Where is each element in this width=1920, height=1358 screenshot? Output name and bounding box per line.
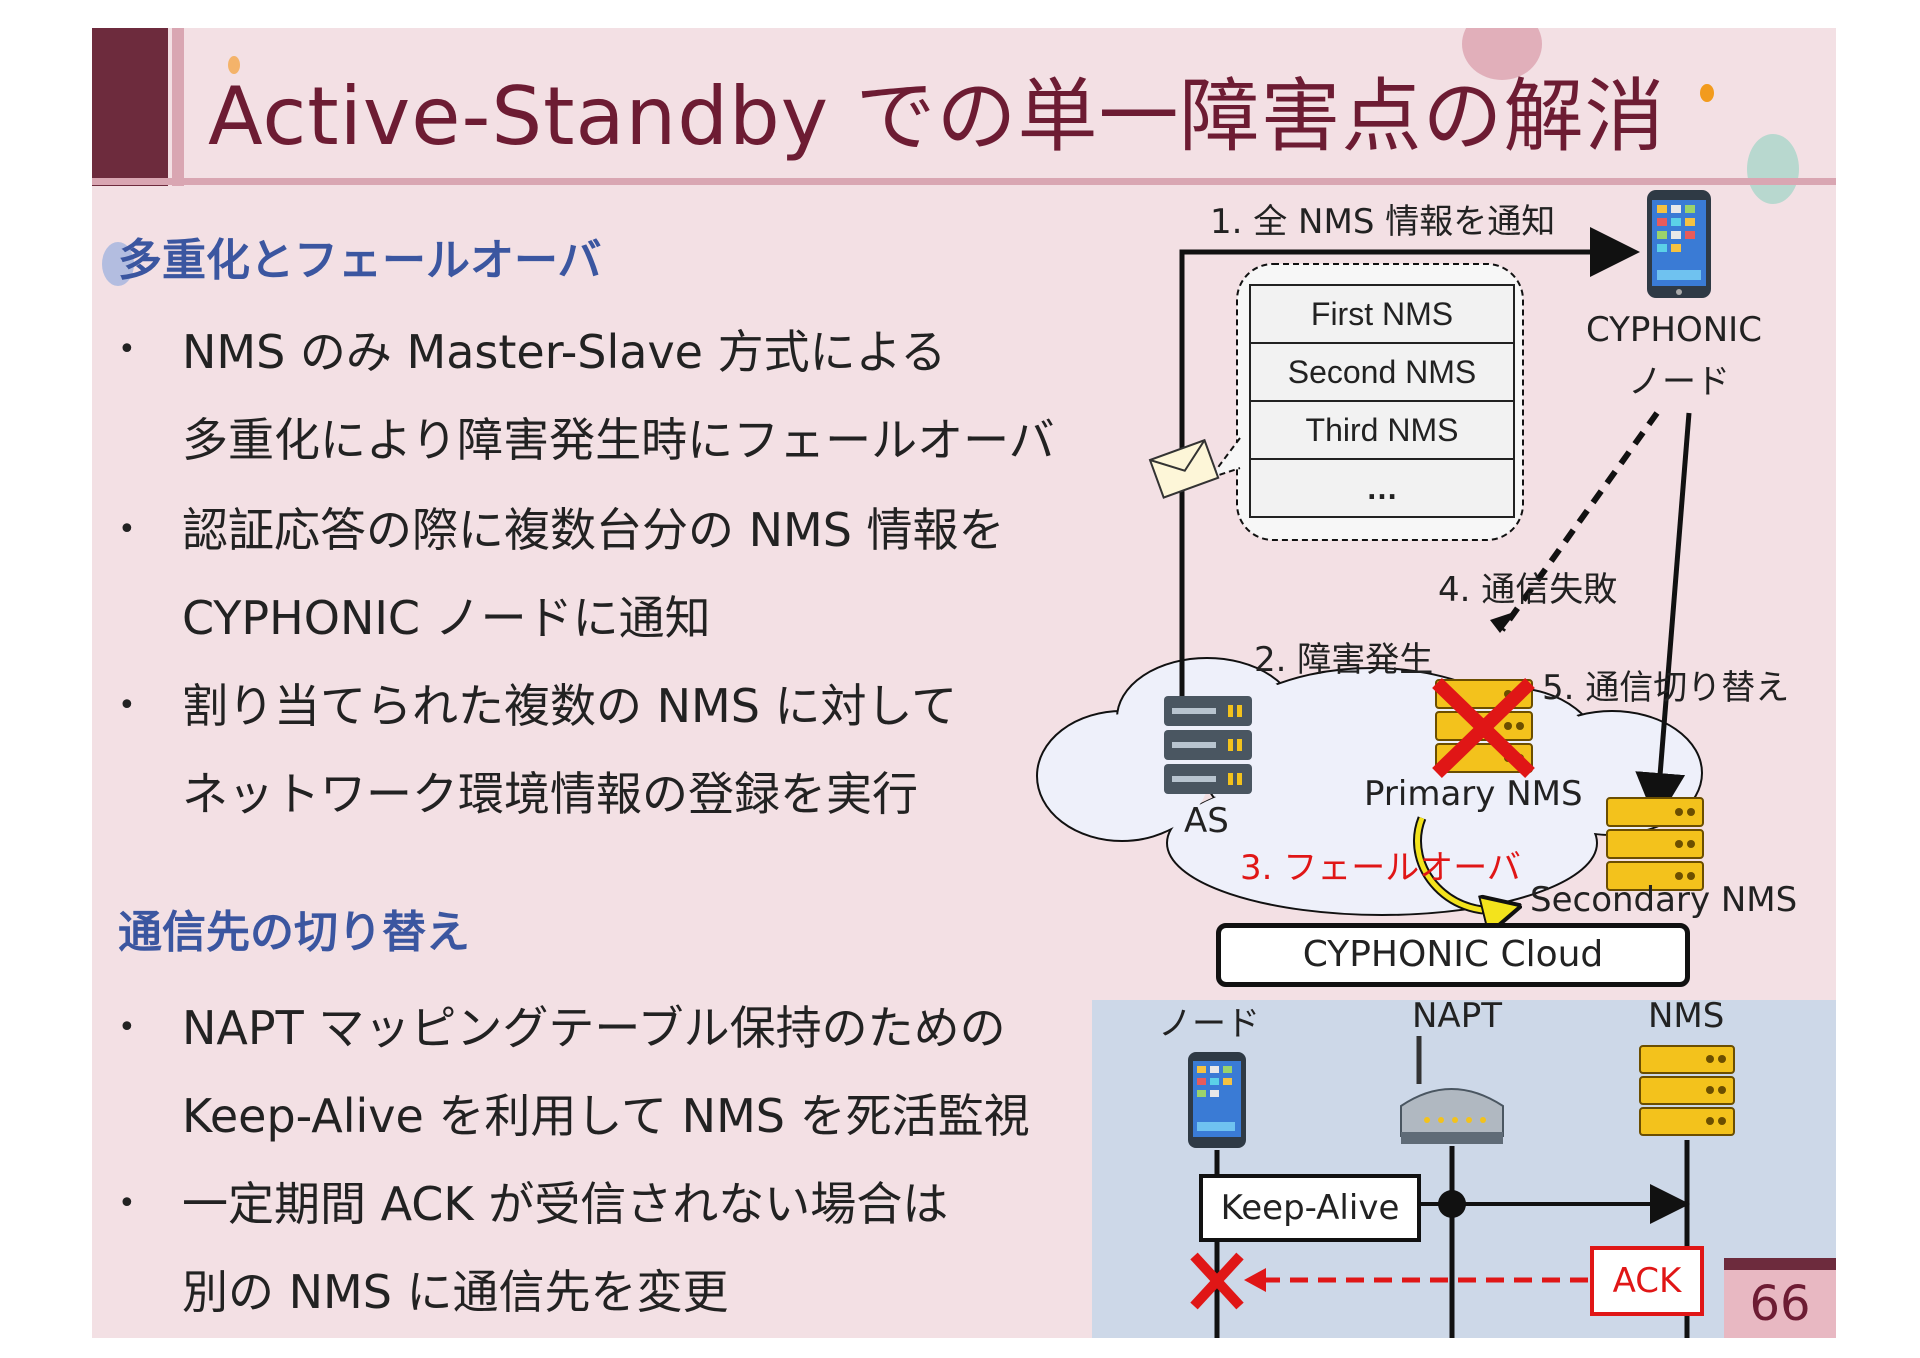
nms-server-icon bbox=[1639, 1045, 1735, 1136]
nms-info-table: First NMS Second NMS Third NMS … bbox=[1249, 284, 1515, 518]
bullet-text-continued: 多重化により障害発生時にフェールオーバ bbox=[182, 413, 1055, 467]
envelope-icon bbox=[1148, 438, 1220, 499]
header-accent-bar bbox=[92, 28, 168, 186]
bullet-text-continued: CYPHONIC ノードに通知 bbox=[182, 591, 711, 645]
section-heading-switch-target: 通信先の切り替え bbox=[118, 907, 470, 958]
router-icon bbox=[1400, 1036, 1504, 1144]
page-number: 66 bbox=[1749, 1276, 1811, 1332]
decor-dot-orange bbox=[1700, 84, 1714, 102]
as-label: AS bbox=[1184, 801, 1229, 841]
primary-nms-label: Primary NMS bbox=[1364, 774, 1583, 814]
notify-arrow bbox=[1179, 227, 1640, 721]
sequence-col-napt: NAPT bbox=[1412, 996, 1502, 1036]
table-row: Second NMS bbox=[1251, 344, 1513, 402]
ack-label: ACK bbox=[1590, 1246, 1704, 1316]
bullet-dot: • bbox=[118, 332, 136, 367]
decor-bubble-teal bbox=[1747, 134, 1799, 204]
bullet-text-continued: 別の NMS に通信先を変更 bbox=[182, 1265, 729, 1319]
sequence-col-node: ノード bbox=[1158, 1004, 1260, 1044]
switch-arrow bbox=[1635, 412, 1692, 823]
bullet-text: 割り当てられた複数の NMS に対して bbox=[182, 679, 958, 733]
bullet-dot: • bbox=[118, 512, 136, 547]
step4-label: 4. 通信失敗 bbox=[1438, 570, 1618, 610]
slide: Active-Standby での単一障害点の解消 多重化とフェールオーバ • … bbox=[92, 28, 1836, 1338]
cyphonic-cloud-label: CYPHONIC Cloud bbox=[1216, 923, 1690, 987]
cyphonic-node-label-line1: CYPHONIC bbox=[1586, 310, 1762, 350]
bullet-text: 一定期間 ACK が受信されない場合は bbox=[182, 1177, 949, 1231]
cyphonic-node-label-line2: ノード bbox=[1628, 362, 1730, 402]
title-divider bbox=[92, 178, 1836, 185]
bullet-text: 認証応答の際に複数台分の NMS 情報を bbox=[182, 503, 1005, 557]
step2-label: 2. 障害発生 bbox=[1254, 640, 1434, 680]
failure-x-icon bbox=[1432, 677, 1535, 779]
table-row: First NMS bbox=[1251, 286, 1513, 344]
bullet-text: NMS のみ Master-Slave 方式による bbox=[182, 325, 947, 379]
decor-dot-orange-small bbox=[228, 56, 240, 74]
bullet-dot: • bbox=[118, 688, 136, 723]
step5-label: 5. 通信切り替え bbox=[1542, 668, 1790, 708]
bullet-dot: • bbox=[118, 1010, 136, 1045]
ack-lost-x-icon bbox=[1190, 1252, 1244, 1310]
bullet-text-continued: ネットワーク環境情報の登録を実行 bbox=[182, 767, 918, 821]
decor-bubble-blue bbox=[102, 242, 134, 286]
bullet-text-continued: Keep-Alive を利用して NMS を死活監視 bbox=[182, 1089, 1030, 1143]
step3-label: 3. フェールオーバ bbox=[1240, 848, 1521, 888]
as-server-icon bbox=[1164, 696, 1252, 794]
smartphone-icon bbox=[1647, 190, 1711, 298]
bullet-dot: • bbox=[118, 1186, 136, 1221]
napt-junction bbox=[1438, 1190, 1466, 1218]
sequence-col-nms: NMS bbox=[1648, 996, 1725, 1036]
table-row: Third NMS bbox=[1251, 402, 1513, 460]
header-accent-stripe bbox=[172, 28, 184, 186]
table-row: … bbox=[1366, 470, 1398, 506]
slide-title: Active-Standby での単一障害点の解消 bbox=[208, 70, 1666, 163]
keepalive-label: Keep-Alive bbox=[1199, 1174, 1421, 1242]
comm-fail-arrow bbox=[1499, 411, 1660, 632]
bullet-text: NAPT マッピングテーブル保持のための bbox=[182, 1001, 1006, 1055]
secondary-nms-label: Secondary NMS bbox=[1530, 880, 1798, 920]
secondary-nms-server-icon bbox=[1606, 797, 1704, 891]
page-number-box: 66 bbox=[1724, 1258, 1836, 1338]
step1-label: 1. 全 NMS 情報を通知 bbox=[1210, 202, 1556, 242]
section-heading-redundancy: 多重化とフェールオーバ bbox=[118, 235, 602, 286]
page-number-accent bbox=[1724, 1258, 1836, 1270]
smartphone-icon bbox=[1188, 1052, 1246, 1148]
